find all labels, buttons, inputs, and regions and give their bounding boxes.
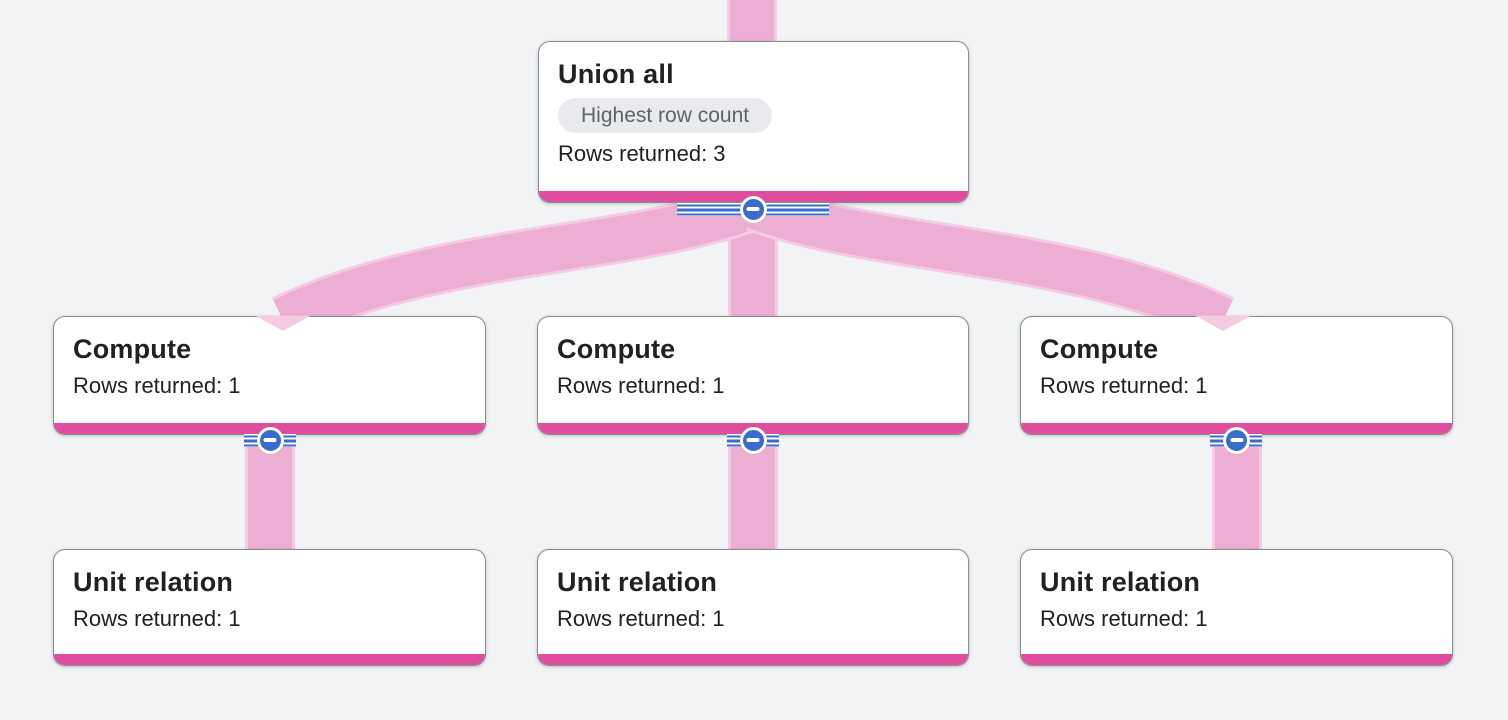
edge-union-to-compute-right xyxy=(746,183,1234,343)
edge-union-to-compute-left xyxy=(272,183,760,343)
node-union-all[interactable]: Union all Highest row count Rows returne… xyxy=(538,41,969,203)
edge-top-to-union-all xyxy=(727,0,777,43)
edge-compute-left-to-unit-left xyxy=(245,435,295,550)
node-title: Unit relation xyxy=(1040,567,1201,597)
rows-returned-label: Rows returned: 1 xyxy=(557,373,725,398)
node-compute-middle[interactable]: Compute Rows returned: 1 xyxy=(537,316,969,435)
node-title: Unit relation xyxy=(557,567,718,597)
node-compute-right[interactable]: Compute Rows returned: 1 xyxy=(1020,316,1453,435)
node-unit-relation-right[interactable]: Unit relation Rows returned: 1 xyxy=(1020,549,1453,666)
rows-returned-label: Rows returned: 1 xyxy=(1040,373,1208,398)
collapse-minus-icon xyxy=(1223,426,1250,454)
node-title: Unit relation xyxy=(73,567,234,597)
rows-returned-label: Rows returned: 3 xyxy=(558,141,726,166)
highest-row-count-badge: Highest row count xyxy=(558,98,773,133)
node-title: Compute xyxy=(73,334,192,364)
node-accent-bar xyxy=(538,654,968,665)
rows-returned-label: Rows returned: 1 xyxy=(73,606,241,631)
edge-compute-middle-to-unit-middle xyxy=(728,435,778,550)
rows-returned-label: Rows returned: 1 xyxy=(1040,606,1208,631)
node-accent-bar xyxy=(54,654,485,665)
edge-compute-right-to-unit-right xyxy=(1212,435,1262,550)
node-title: Union all xyxy=(558,59,674,89)
node-title: Compute xyxy=(1040,334,1159,364)
node-title: Compute xyxy=(557,334,676,364)
collapse-minus-icon xyxy=(256,426,284,454)
node-compute-left[interactable]: Compute Rows returned: 1 xyxy=(53,316,486,435)
node-unit-relation-middle[interactable]: Unit relation Rows returned: 1 xyxy=(537,549,969,666)
node-unit-relation-left[interactable]: Unit relation Rows returned: 1 xyxy=(53,549,486,666)
rows-returned-label: Rows returned: 1 xyxy=(557,606,725,631)
rows-returned-label: Rows returned: 1 xyxy=(73,373,241,398)
collapse-minus-icon xyxy=(739,426,767,454)
node-accent-bar xyxy=(1021,654,1452,665)
collapse-minus-icon xyxy=(739,195,767,223)
